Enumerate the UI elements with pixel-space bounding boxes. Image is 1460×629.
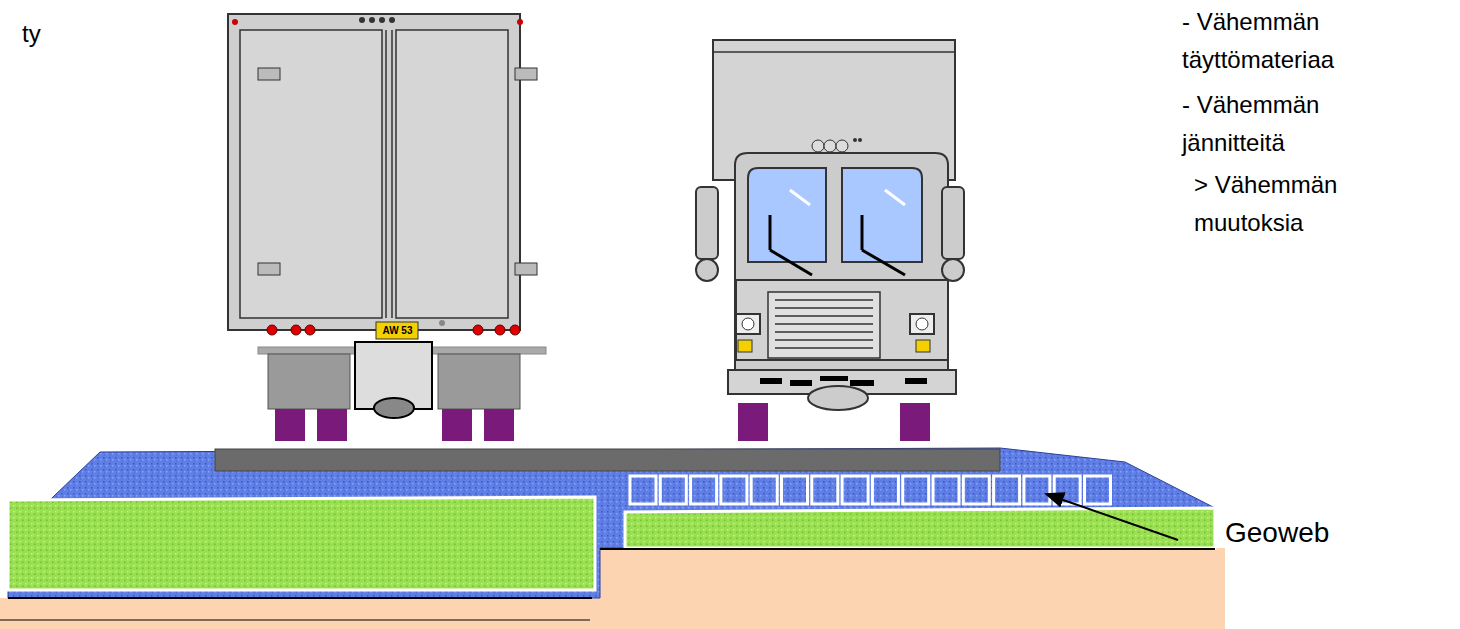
trailer-rear bbox=[228, 14, 546, 441]
truck-front bbox=[696, 40, 964, 441]
part-name: Geoweb bbox=[1225, 516, 1329, 550]
light-fill-block bbox=[625, 508, 1215, 548]
pavement bbox=[215, 449, 1000, 471]
geoweb-cell bbox=[1024, 476, 1050, 504]
geoweb-cell bbox=[812, 476, 838, 504]
geoweb-cell bbox=[963, 476, 989, 504]
geoweb-cell bbox=[933, 476, 959, 504]
geoweb-cell bbox=[994, 476, 1020, 504]
ground-line bbox=[600, 548, 1215, 550]
cut-off-text: ty bbox=[22, 15, 41, 53]
geoweb-cell bbox=[660, 476, 686, 504]
geoweb-cell bbox=[782, 476, 808, 504]
geoweb-cell bbox=[903, 476, 929, 504]
geoweb-cell bbox=[721, 476, 747, 504]
benefit-note: - Vähemmän täyttömateriaa bbox=[1182, 3, 1347, 79]
geoweb-cells bbox=[630, 476, 1111, 504]
geoweb-cell bbox=[630, 476, 656, 504]
geoweb-cell bbox=[751, 476, 777, 504]
geoweb-cell bbox=[872, 476, 898, 504]
license-plate: AW 53 bbox=[377, 323, 418, 338]
geoweb-cell bbox=[691, 476, 717, 504]
geoweb-cell bbox=[842, 476, 868, 504]
leader-line bbox=[1046, 494, 1178, 540]
ground-line bbox=[0, 620, 590, 621]
benefit-note: - Vähemmän jännitteitä bbox=[1182, 86, 1347, 162]
geoweb-cell bbox=[1054, 476, 1080, 504]
embankment-fill bbox=[8, 448, 1215, 598]
light-fill-block bbox=[8, 497, 595, 590]
ground-line bbox=[8, 597, 592, 599]
geoweb-cell bbox=[1085, 476, 1111, 504]
benefit-note: > Vähemmän muutoksia bbox=[1182, 166, 1347, 242]
